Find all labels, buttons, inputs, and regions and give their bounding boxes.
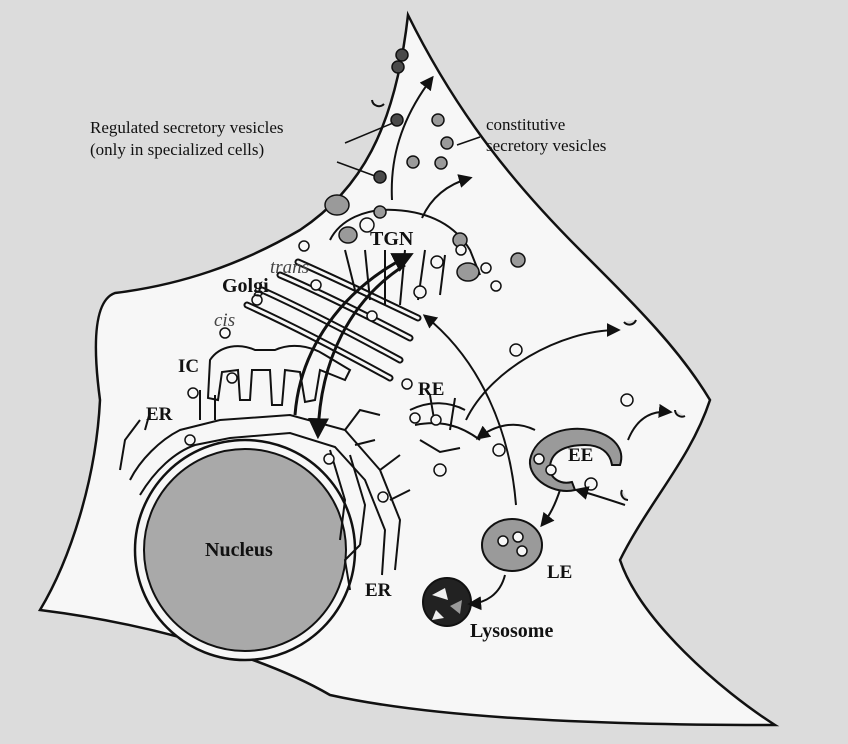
vesicle xyxy=(410,413,420,423)
regulated-vesicles-sublabel: (only in specialized cells) xyxy=(90,140,264,159)
vesicle xyxy=(585,478,597,490)
cis-label: cis xyxy=(214,310,235,331)
regulated-vesicle xyxy=(374,171,386,183)
vesicle xyxy=(621,394,633,406)
vesicle xyxy=(227,373,237,383)
er-label-left: ER xyxy=(146,404,173,425)
re-label: RE xyxy=(418,379,444,400)
nucleus-label: Nucleus xyxy=(205,539,273,561)
vesicle xyxy=(324,454,334,464)
ee-label: EE xyxy=(568,445,593,466)
le-label: LE xyxy=(547,562,572,583)
vesicle xyxy=(434,464,446,476)
vesicle xyxy=(510,344,522,356)
vesicle xyxy=(491,281,501,291)
constitutive-vesicle xyxy=(374,206,386,218)
vesicle xyxy=(402,379,412,389)
vesicle xyxy=(367,311,377,321)
constitutive-vesicle xyxy=(511,253,525,267)
constitutive-vesicle xyxy=(435,157,447,169)
trans-label: trans xyxy=(270,257,309,278)
vesicle xyxy=(534,454,544,464)
vesicle xyxy=(299,241,309,251)
vesicle xyxy=(456,245,466,255)
lysosome xyxy=(423,578,471,626)
ic-label: IC xyxy=(178,356,199,377)
er-label-bottom: ER xyxy=(365,580,392,601)
vesicle xyxy=(481,263,491,273)
late-endosome xyxy=(482,519,542,571)
vesicle xyxy=(185,435,195,445)
lysosome-label: Lysosome xyxy=(470,620,553,642)
regulated-vesicle xyxy=(392,61,404,73)
golgi-label: Golgi xyxy=(222,275,269,297)
vesicle xyxy=(188,388,198,398)
constitutive-vesicle xyxy=(441,137,453,149)
regulated-vesicles-label: Regulated secretory vesicles xyxy=(90,118,284,137)
regulated-vesicle xyxy=(391,114,403,126)
tgn-label: TGN xyxy=(370,228,414,250)
constitutive-vesicle xyxy=(407,156,419,168)
regulated-vesicle xyxy=(396,49,408,61)
vesicle xyxy=(378,492,388,502)
membrane-pit xyxy=(372,100,384,106)
vesicle xyxy=(546,465,556,475)
vesicle xyxy=(431,415,441,425)
constitutive-vesicles-label: constitutive xyxy=(486,115,565,134)
constitutive-vesicle xyxy=(432,114,444,126)
constitutive-vesicles-sublabel: secretory vesicles xyxy=(486,136,606,155)
vesicle xyxy=(493,444,505,456)
vesicle xyxy=(311,280,321,290)
